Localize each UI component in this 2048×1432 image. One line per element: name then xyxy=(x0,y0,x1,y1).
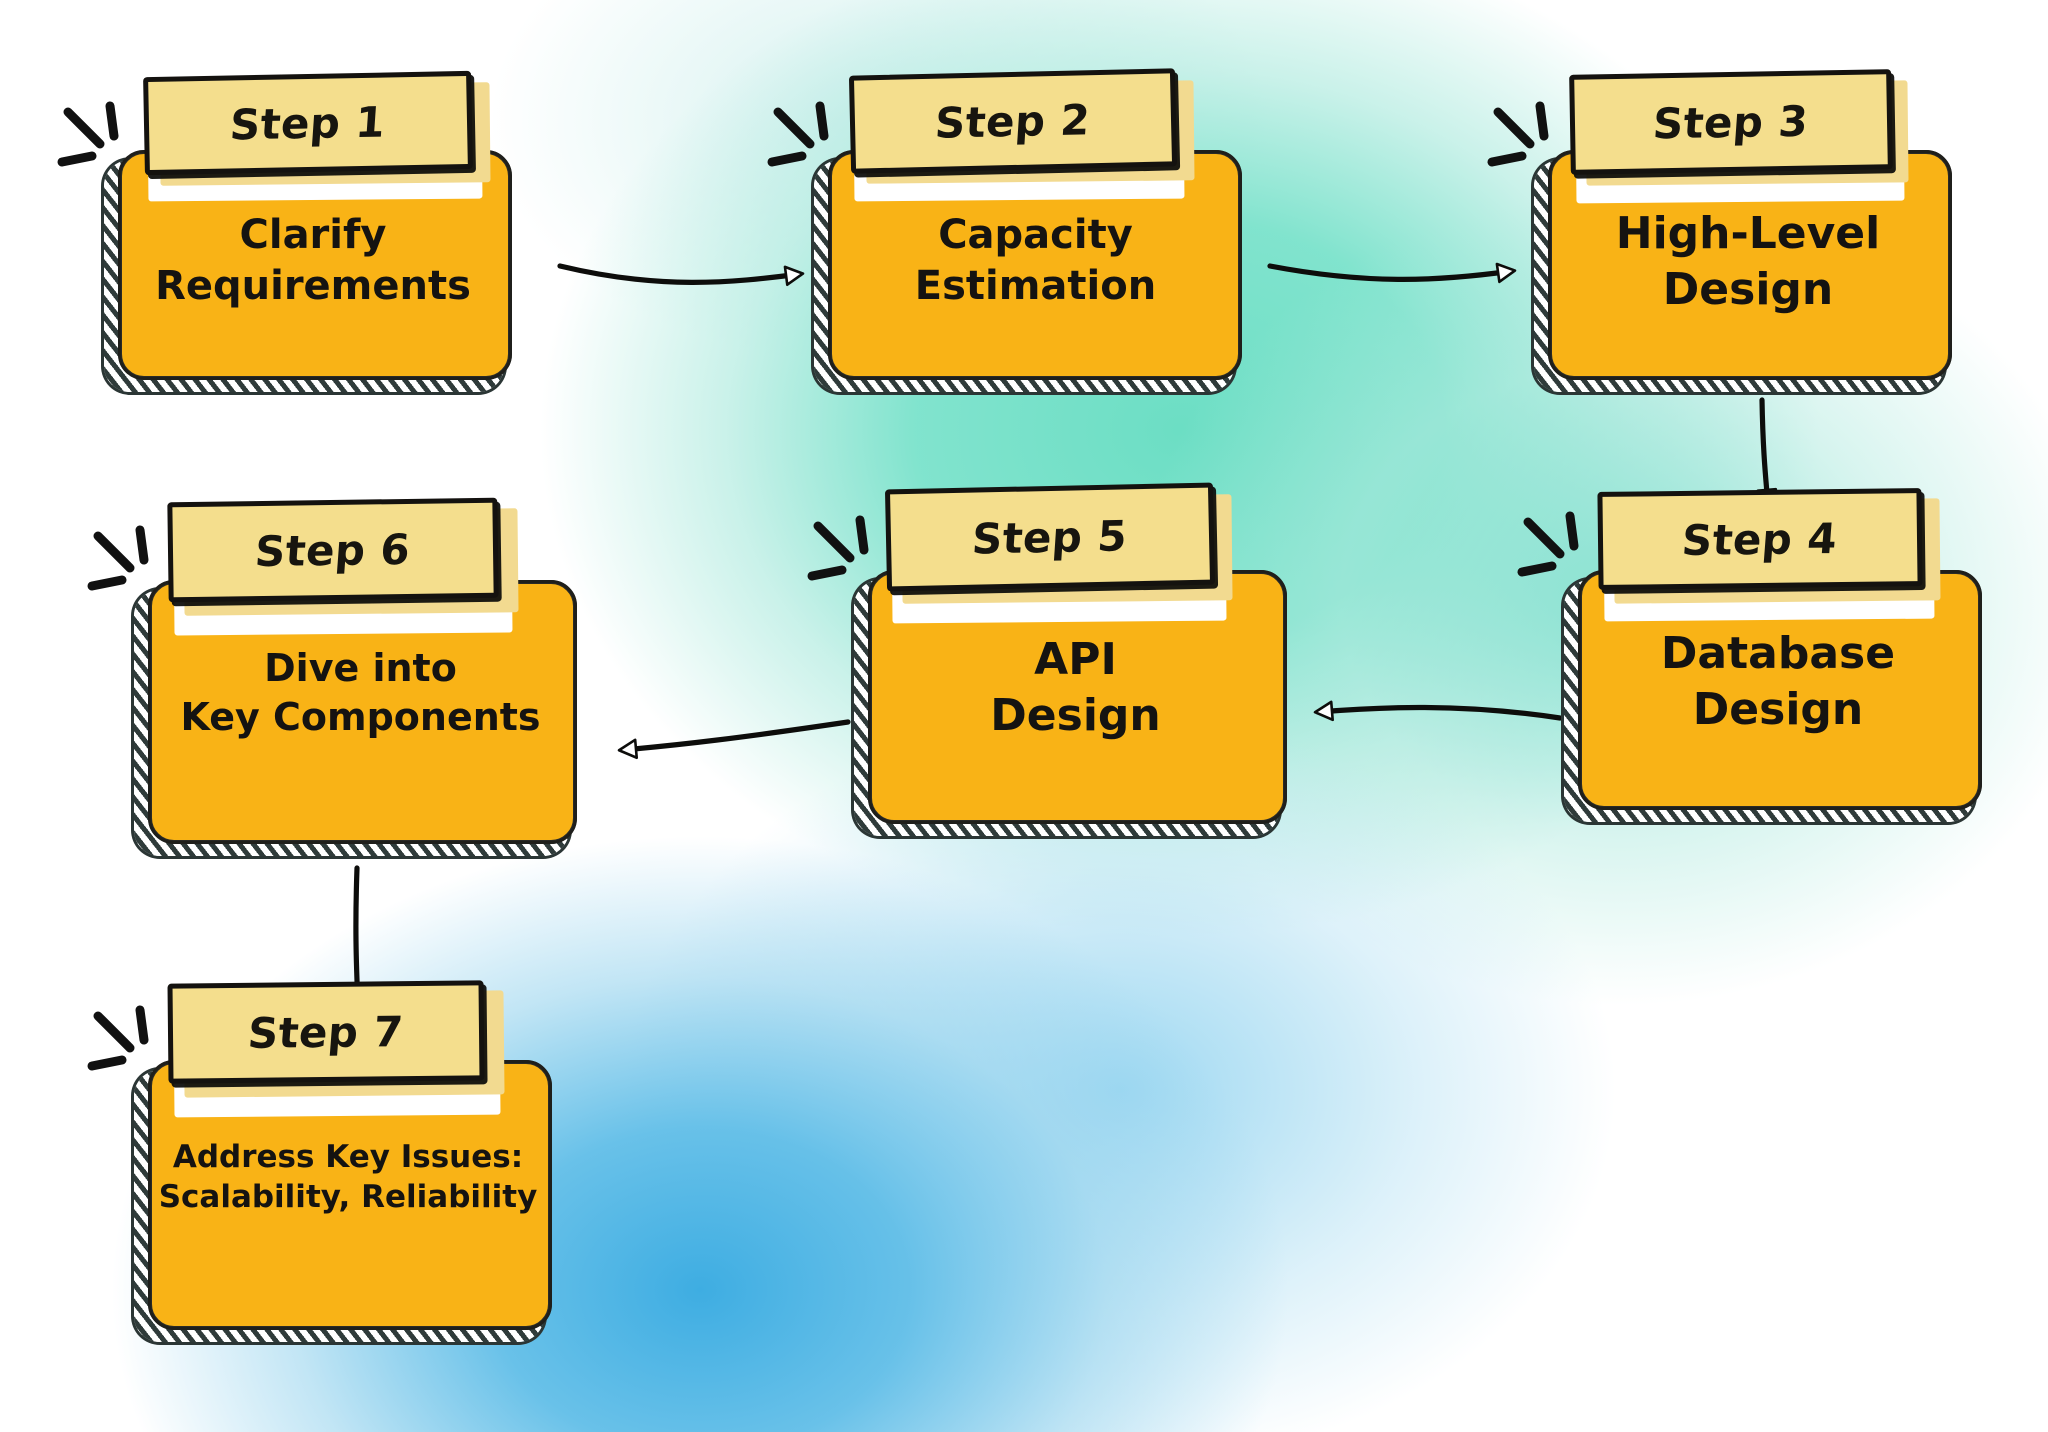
node-step1[interactable]: Step 1 Clarify Requirements xyxy=(57,70,512,392)
node-label: Clarify Requirements xyxy=(155,212,471,310)
edge-step2-step3 xyxy=(1267,262,1517,284)
sparkle-icon xyxy=(1517,511,1579,577)
node-step5[interactable]: Step 5 API Design xyxy=(807,482,1287,836)
node-label: Address Key Issues: Scalability, Reliabi… xyxy=(158,1139,538,1215)
node-step2[interactable]: Step 2 Capacity Estimation xyxy=(767,68,1243,392)
badge-step5[interactable]: Step 5 xyxy=(884,482,1216,592)
badge-step4[interactable]: Step 4 xyxy=(1597,488,1923,590)
node-label: High-Level Design xyxy=(1615,208,1881,316)
badge-label: Step 5 xyxy=(970,510,1130,564)
badge-step2[interactable]: Step 2 xyxy=(848,68,1178,174)
node-label: Dive into Key Components xyxy=(180,646,541,739)
badge-label: Step 4 xyxy=(1680,513,1840,565)
badge-step1[interactable]: Step 1 xyxy=(143,70,473,176)
edge-step5-step6 xyxy=(617,719,851,760)
node-step4[interactable]: Step 4 Database Design xyxy=(1517,488,1982,822)
node-step7[interactable]: Step 7 Address Key Issues: Scalability, … xyxy=(87,980,552,1342)
sparkle-icon xyxy=(87,1005,149,1071)
node-label: Capacity Estimation xyxy=(914,212,1157,310)
edge-step4-step5 xyxy=(1313,700,1563,722)
badge-step6[interactable]: Step 6 xyxy=(167,497,499,603)
badge-label: Step 3 xyxy=(1651,96,1811,148)
badge-label: Step 6 xyxy=(253,524,413,576)
node-step3[interactable]: Step 3 High-Level Design xyxy=(1487,69,1952,392)
badge-step3[interactable]: Step 3 xyxy=(1569,69,1893,175)
node-label: API Design xyxy=(990,634,1161,742)
edge-step1-step2 xyxy=(557,263,805,287)
badge-step7[interactable]: Step 7 xyxy=(167,980,485,1084)
node-step6[interactable]: Step 6 Dive into Key Components xyxy=(87,497,577,856)
node-label: Database Design xyxy=(1660,628,1896,736)
sparkle-icon xyxy=(807,515,869,581)
badge-label: Step 1 xyxy=(228,96,388,150)
badge-label: Step 2 xyxy=(933,94,1093,148)
badge-label: Step 7 xyxy=(246,1006,406,1058)
sparkle-icon xyxy=(87,525,149,591)
